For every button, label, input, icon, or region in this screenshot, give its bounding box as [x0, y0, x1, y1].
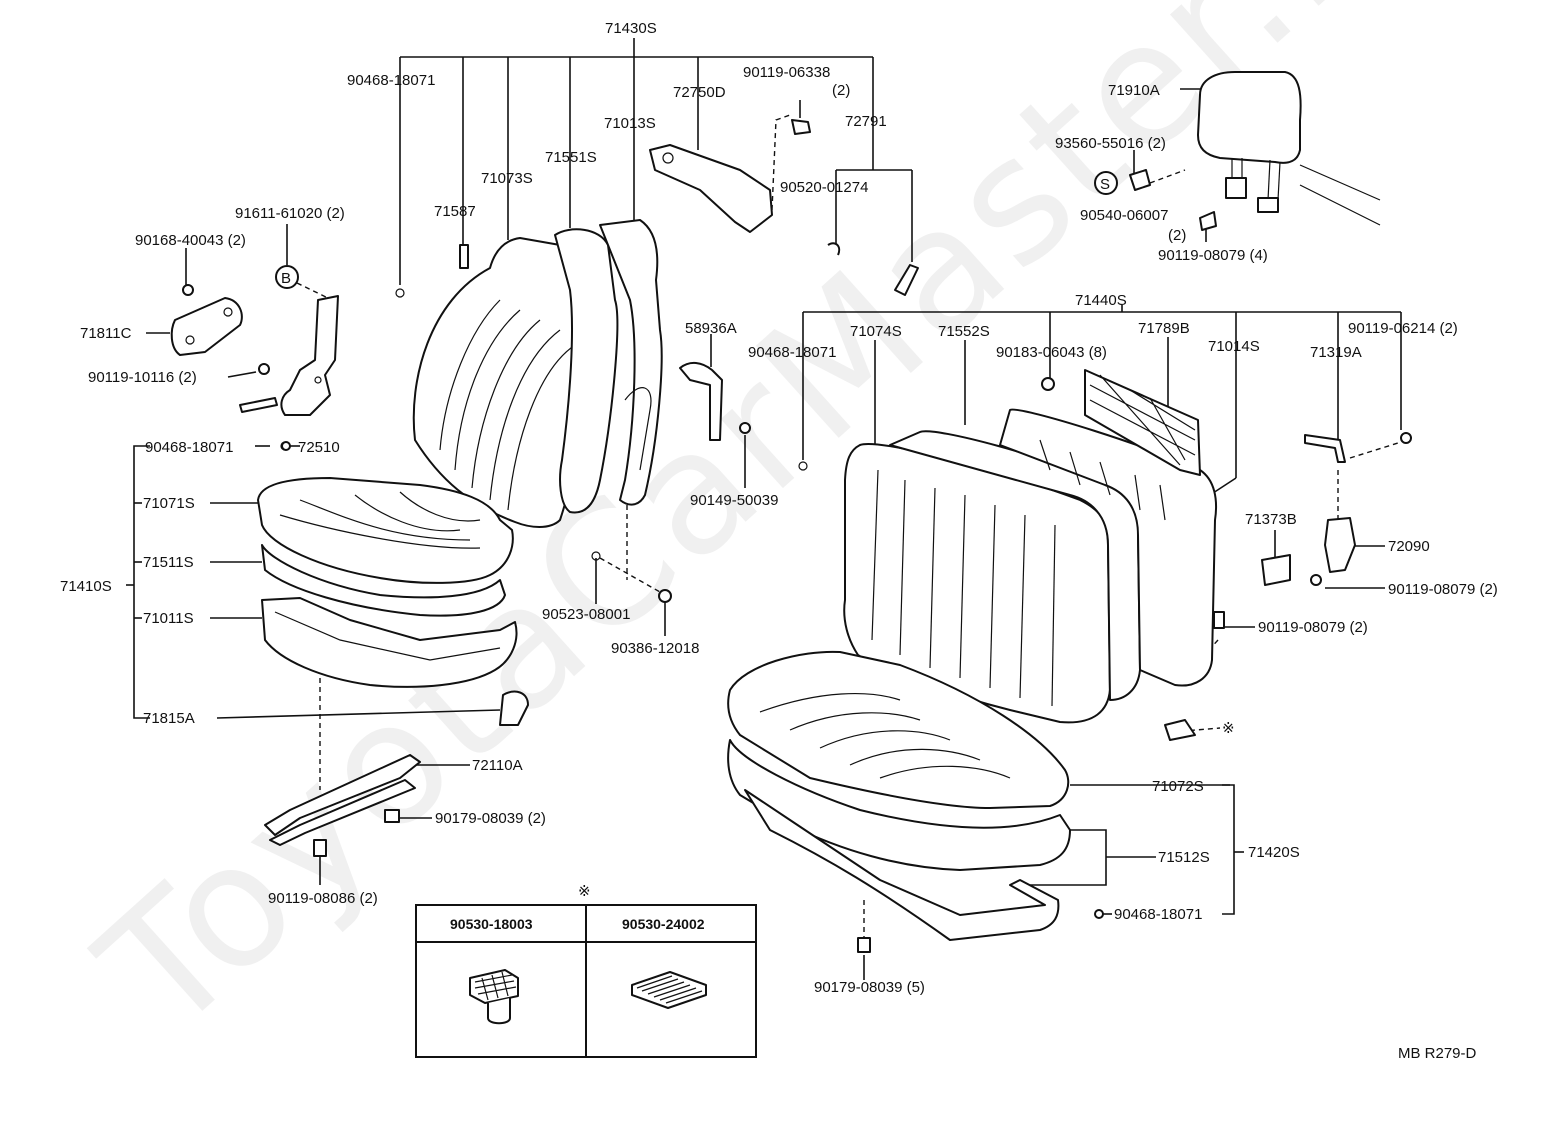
label-71410S: 71410S	[60, 578, 112, 595]
circle-b-marker	[275, 265, 299, 289]
label-71319A: 71319A	[1310, 344, 1362, 361]
label-90119-10116: 90119-10116 (2)	[88, 369, 197, 386]
label-72750D: 72750D	[673, 84, 726, 101]
clip-table: 90530-18003 90530-24002	[415, 904, 757, 1058]
label-71587: 71587	[434, 203, 476, 220]
table-header-col1: 90530-18003	[450, 916, 533, 932]
label-71910A: 71910A	[1108, 82, 1160, 99]
label-71011S: 71011S	[143, 610, 194, 627]
ring-marker	[1094, 909, 1104, 919]
headrest	[1129, 71, 1381, 231]
front-seat-back	[412, 219, 663, 528]
label-71811C: 71811C	[80, 325, 132, 342]
label-90179-08039-5: 90179-08039 (5)	[814, 979, 925, 996]
asterisk-table: ※	[578, 883, 591, 900]
label-90523-08001: 90523-08001	[542, 606, 630, 623]
front-seat-cushion	[257, 477, 529, 726]
label-90119-08079-4: 90119-08079 (4)	[1158, 247, 1268, 264]
label-71014S: 71014S	[1208, 338, 1260, 355]
label-58936A: 58936A	[685, 320, 737, 337]
label-90386-12018: 90386-12018	[611, 640, 699, 657]
circle-s-letter: S	[1100, 176, 1110, 193]
asterisk-clip: ※	[1222, 720, 1235, 737]
label-71551S: 71551S	[545, 149, 597, 166]
label-90520-01274: 90520-01274	[780, 179, 868, 196]
label-71430S: 71430S	[605, 20, 657, 37]
label-90540-06007: 90540-06007	[1080, 207, 1168, 224]
label-93560-55016: 93560-55016 (2)	[1055, 135, 1166, 152]
label-90540-06007-qty: (2)	[1168, 227, 1186, 244]
label-71373B: 71373B	[1245, 511, 1297, 528]
label-72791: 72791	[845, 113, 887, 130]
ring-marker-left	[281, 441, 291, 451]
rear-seat-cushion	[727, 461, 1071, 953]
label-71420S: 71420S	[1248, 844, 1300, 861]
table-header-col2: 90530-24002	[622, 916, 705, 932]
label-71815A: 71815A	[143, 710, 195, 727]
label-72510: 72510	[298, 439, 340, 456]
part-labels: 71430S 90468-18071 90119-06338 (2) 72750…	[60, 20, 1498, 1062]
label-90183-06043: 90183-06043 (8)	[996, 344, 1107, 361]
label-90119-06338-qty: (2)	[832, 82, 850, 99]
label-90468-18071-bottom: 90468-18071	[1114, 906, 1202, 923]
label-72090: 72090	[1388, 538, 1430, 555]
rear-seat-back	[843, 369, 1412, 741]
label-71440S: 71440S	[1075, 292, 1127, 309]
label-71071S: 71071S	[143, 495, 195, 512]
label-90468-18071-mid: 90468-18071	[748, 344, 836, 361]
figure-code: MB R279-D	[1398, 1045, 1477, 1062]
front-seat-hardware	[170, 284, 751, 857]
label-90119-06338: 90119-06338	[743, 64, 830, 81]
label-90119-08086: 90119-08086 (2)	[268, 890, 378, 907]
label-90468-18071-top: 90468-18071	[347, 72, 435, 89]
seat-belt-hardware	[649, 114, 919, 296]
label-90468-18071-left: 90468-18071	[145, 439, 233, 456]
label-90119-08079-2a: 90119-08079 (2)	[1388, 581, 1498, 598]
label-71789B: 71789B	[1138, 320, 1190, 337]
leader-lines	[126, 38, 1402, 980]
circle-b-letter: B	[281, 270, 291, 287]
label-90179-08039-2: 90179-08039 (2)	[435, 810, 546, 827]
label-71072S: 71072S	[1152, 778, 1204, 795]
label-71013S: 71013S	[604, 115, 656, 132]
label-71552S: 71552S	[938, 323, 990, 340]
label-91611-61020: 91611-61020 (2)	[235, 205, 345, 222]
label-71511S: 71511S	[143, 554, 194, 571]
clip-1-illustration	[469, 969, 519, 1025]
label-71512S: 71512S	[1158, 849, 1210, 866]
label-72110A: 72110A	[472, 757, 523, 774]
label-71073S: 71073S	[481, 170, 533, 187]
label-71074S: 71074S	[850, 323, 902, 340]
circle-s-marker	[1094, 171, 1118, 195]
label-90149-50039: 90149-50039	[690, 492, 778, 509]
label-90119-06214: 90119-06214 (2)	[1348, 320, 1458, 337]
label-90168-40043: 90168-40043 (2)	[135, 232, 246, 249]
clip-2-illustration	[631, 971, 707, 1009]
label-90119-08079-2b: 90119-08079 (2)	[1258, 619, 1368, 636]
